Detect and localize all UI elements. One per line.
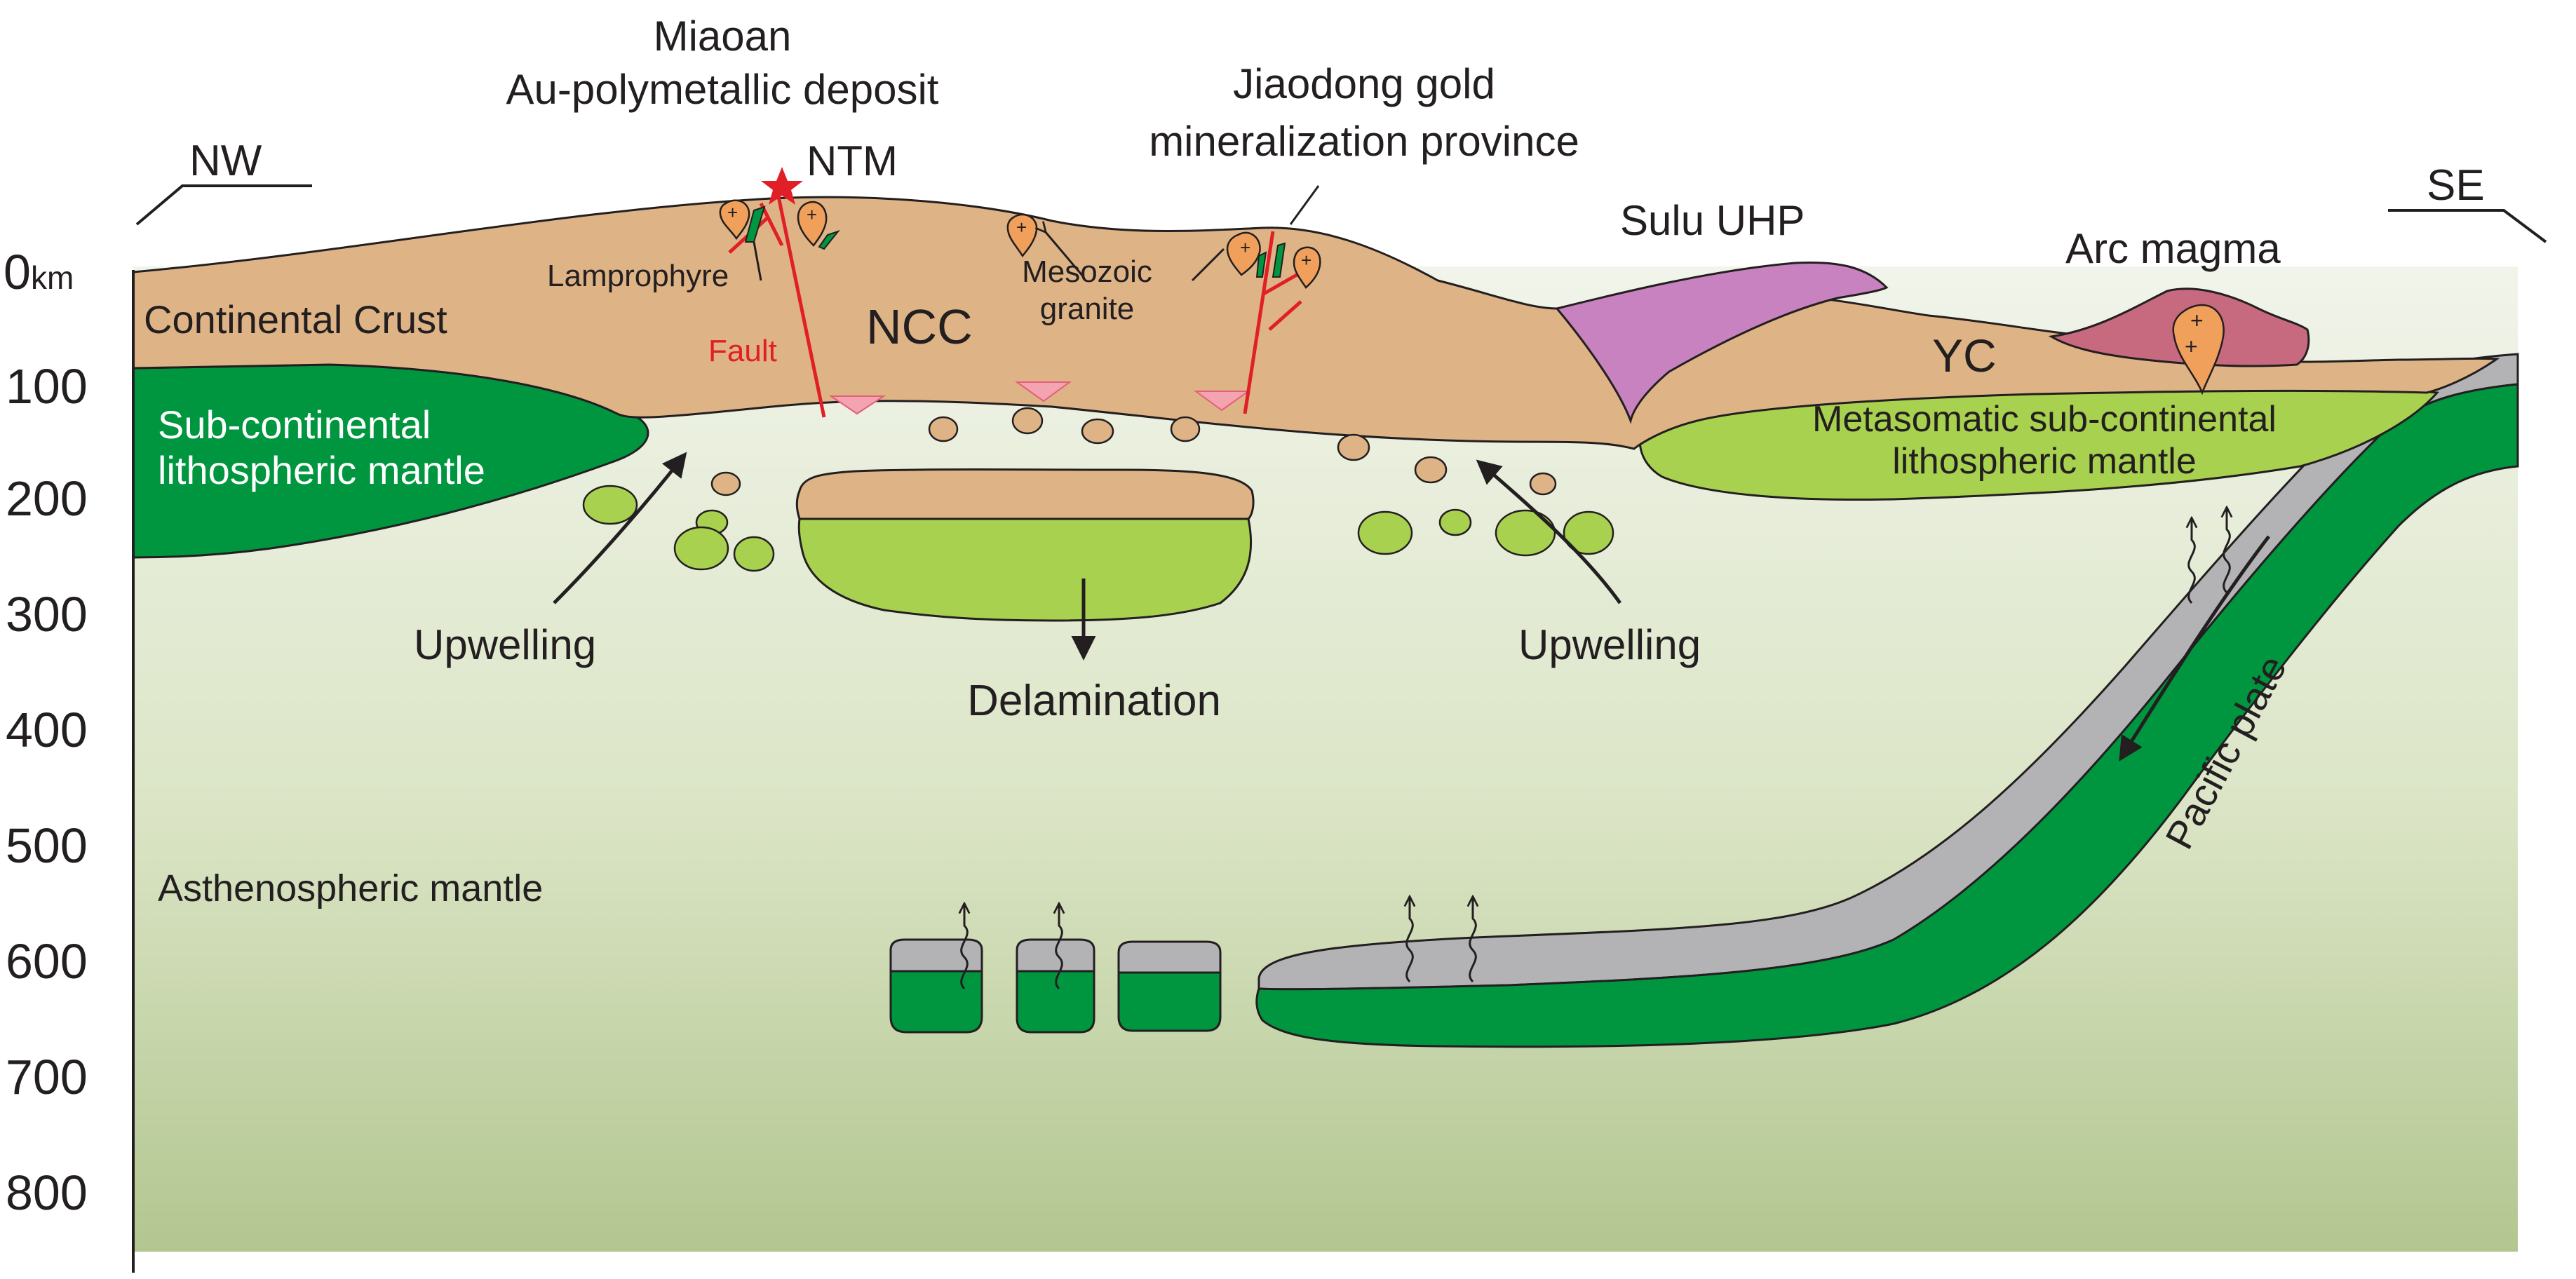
scattered-fragments bbox=[582, 407, 1614, 572]
nw-bracket bbox=[135, 184, 312, 226]
svg-text:+: + bbox=[807, 204, 817, 225]
arc-pluton-plus-2: + bbox=[2185, 334, 2198, 359]
se-bracket bbox=[2388, 209, 2547, 243]
detached-slab-blocks bbox=[889, 938, 1222, 1034]
arc-magma-pluton bbox=[2172, 304, 2225, 395]
depth-tick: 800 bbox=[6, 1165, 88, 1220]
depth-tick-0: 0km bbox=[4, 245, 74, 299]
depth-tick: 400 bbox=[6, 703, 88, 757]
deposit-label-line2: Au-polymetallic deposit bbox=[506, 66, 939, 113]
scl-label-line1: Sub-continental bbox=[158, 402, 431, 447]
metasomatic-label-line1: Metasomatic sub-continental bbox=[1812, 399, 2277, 440]
granite-plus-marks: + + + + + bbox=[727, 202, 1311, 271]
upwelling-left-label: Upwelling bbox=[414, 621, 596, 668]
depth-tick: 100 bbox=[6, 359, 88, 414]
sulu-uhp-block bbox=[1555, 261, 1889, 425]
leader-lines bbox=[753, 185, 1320, 282]
depth-tick: 300 bbox=[6, 587, 88, 642]
jiaodong-label-line2: mineralization province bbox=[1149, 118, 1579, 165]
sulu-uhp-label: Sulu UHP bbox=[1620, 197, 1805, 244]
ncc-label: NCC bbox=[866, 299, 973, 354]
pacific-slab-bottom bbox=[1255, 383, 2519, 1048]
depth-tick: 700 bbox=[6, 1050, 88, 1104]
delamination-label: Delamination bbox=[967, 677, 1221, 725]
continental-crust-label: Continental Crust bbox=[144, 297, 447, 341]
metasomatic-label-line2: lithospheric mantle bbox=[1892, 441, 2197, 482]
upwelling-right-label: Upwelling bbox=[1518, 621, 1701, 668]
depth-tick: 500 bbox=[6, 818, 88, 873]
asthenosphere-label: Asthenospheric mantle bbox=[158, 867, 543, 909]
svg-text:+: + bbox=[1301, 250, 1311, 271]
lamprophyre-dikes bbox=[744, 205, 1286, 278]
svg-text:+: + bbox=[1240, 237, 1250, 258]
svg-text:+: + bbox=[727, 202, 738, 223]
magma-wedges bbox=[828, 381, 1251, 415]
se-label: SE bbox=[2427, 161, 2485, 210]
delaminated-mantle bbox=[797, 517, 1253, 622]
deposit-star-icon bbox=[761, 167, 803, 205]
granite-plutons bbox=[719, 199, 1321, 289]
deposit-label-line1: Miaoan bbox=[654, 13, 792, 60]
nw-label: NW bbox=[189, 137, 262, 185]
arc-pluton-plus-1: + bbox=[2190, 308, 2204, 333]
dehydration-arrows bbox=[962, 508, 2230, 990]
subduction-arrow bbox=[2119, 535, 2270, 762]
continental-crust bbox=[132, 196, 2500, 450]
depth-tick: 600 bbox=[6, 934, 88, 989]
jiaodong-label-line1: Jiaodong gold bbox=[1233, 60, 1495, 107]
scl-label-line2: lithospheric mantle bbox=[158, 448, 485, 492]
lamprophyre-label: Lamprophyre bbox=[547, 259, 729, 293]
depth-axis: 0km 100 200 300 400 500 600 700 800 bbox=[4, 245, 88, 1220]
upwelling-arrow-right bbox=[1476, 459, 1622, 604]
fault-label: Fault bbox=[708, 334, 777, 368]
mesozoic-granite-label-line1: Mesozoic bbox=[1022, 255, 1152, 289]
arc-magma-label: Arc magma bbox=[2065, 225, 2281, 272]
upwelling-arrow-left bbox=[553, 452, 687, 604]
mesozoic-granite-label-line2: granite bbox=[1040, 292, 1135, 326]
delaminated-crust bbox=[795, 468, 1255, 520]
ntm-label: NTM bbox=[807, 137, 898, 184]
svg-text:+: + bbox=[1016, 217, 1027, 238]
depth-tick: 200 bbox=[6, 471, 88, 526]
yc-label: YC bbox=[1932, 330, 1997, 381]
